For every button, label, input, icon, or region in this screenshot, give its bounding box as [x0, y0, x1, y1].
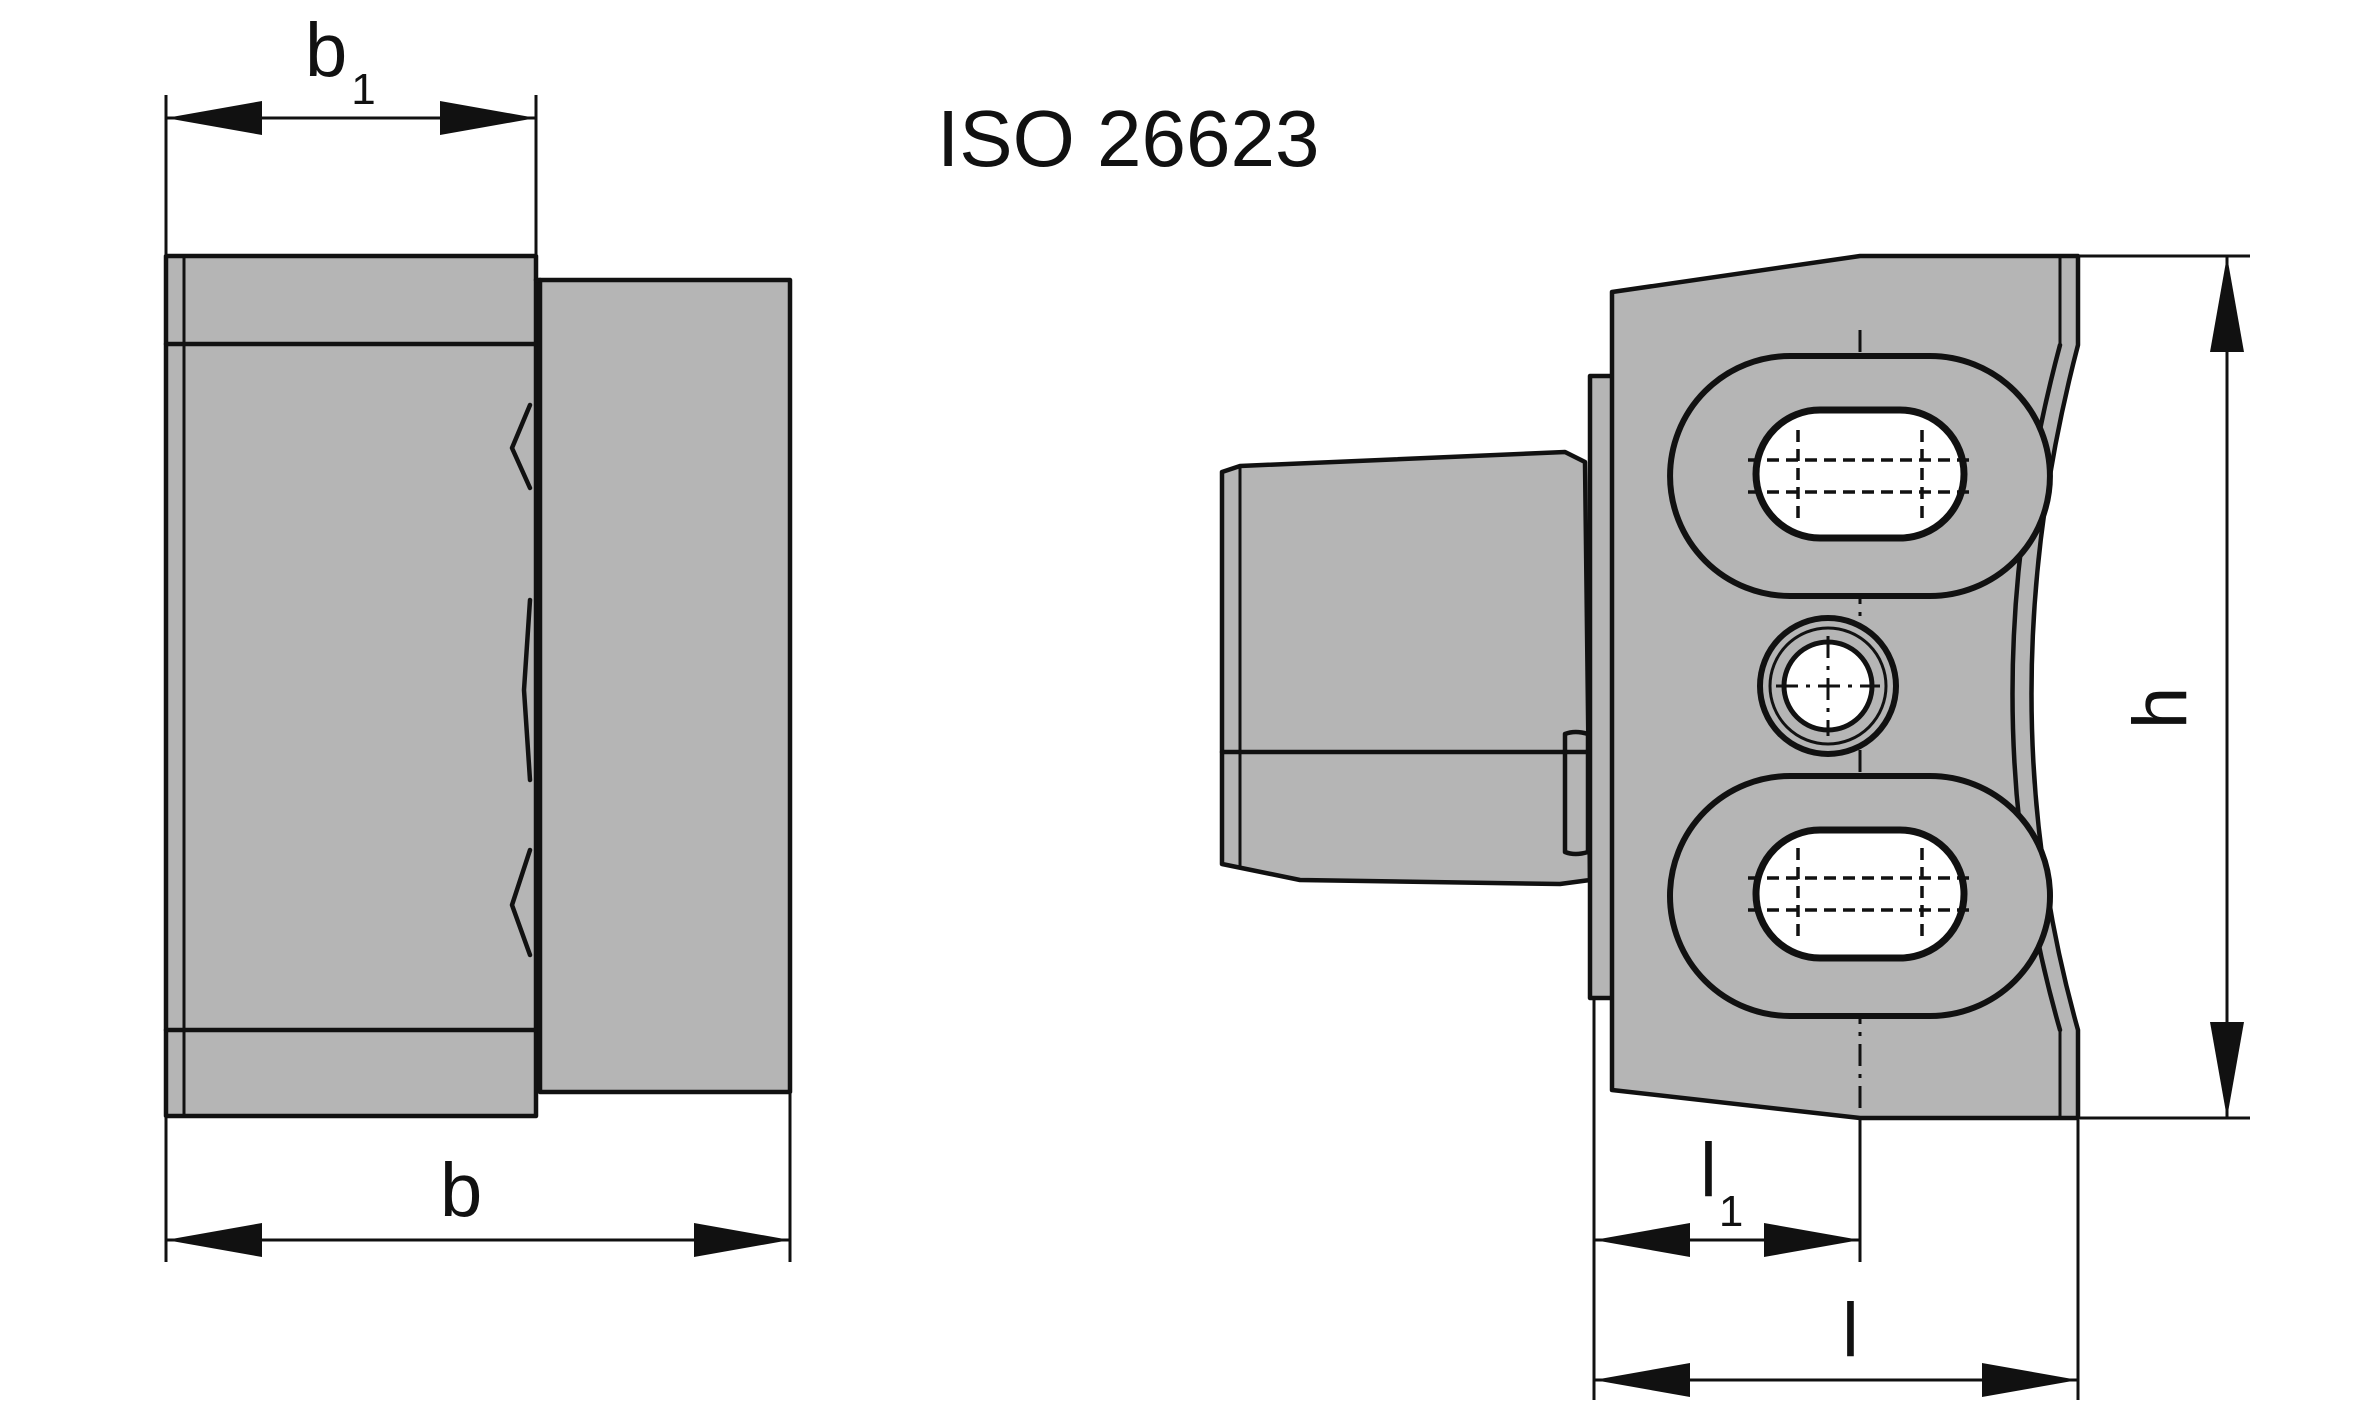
- dimension-l1-subscript: 1: [1719, 1187, 1743, 1236]
- dimension-l1-label: l: [1700, 1128, 1717, 1213]
- dimension-l: l: [1594, 1120, 2080, 1400]
- dimension-b1-label: b: [305, 8, 347, 93]
- svg-text:b1: b1: [305, 8, 376, 114]
- svg-text:l1: l1: [1700, 1128, 1743, 1236]
- dimension-b: b: [164, 1094, 792, 1262]
- dimension-b1-subscript: 1: [351, 65, 375, 114]
- bottom-screw-hole: [1667, 773, 2053, 1019]
- dimension-h-label: h: [2118, 687, 2203, 729]
- dimension-l-label: l: [1842, 1288, 1859, 1373]
- dimension-l1: l1: [1592, 1000, 1862, 1400]
- center-pin-hole: [1757, 615, 1899, 757]
- standard-title: ISO 26623: [937, 94, 1320, 183]
- dimension-b1: b1: [164, 8, 538, 254]
- dimension-b-label: b: [440, 1148, 482, 1233]
- left-body: [163, 253, 539, 1119]
- top-screw-hole: [1667, 353, 2053, 599]
- left-view: [163, 253, 793, 1119]
- left-block: [537, 277, 793, 1095]
- shank: [1219, 449, 1593, 887]
- right-view: [1219, 253, 2081, 1121]
- dimension-h: h: [2080, 254, 2250, 1120]
